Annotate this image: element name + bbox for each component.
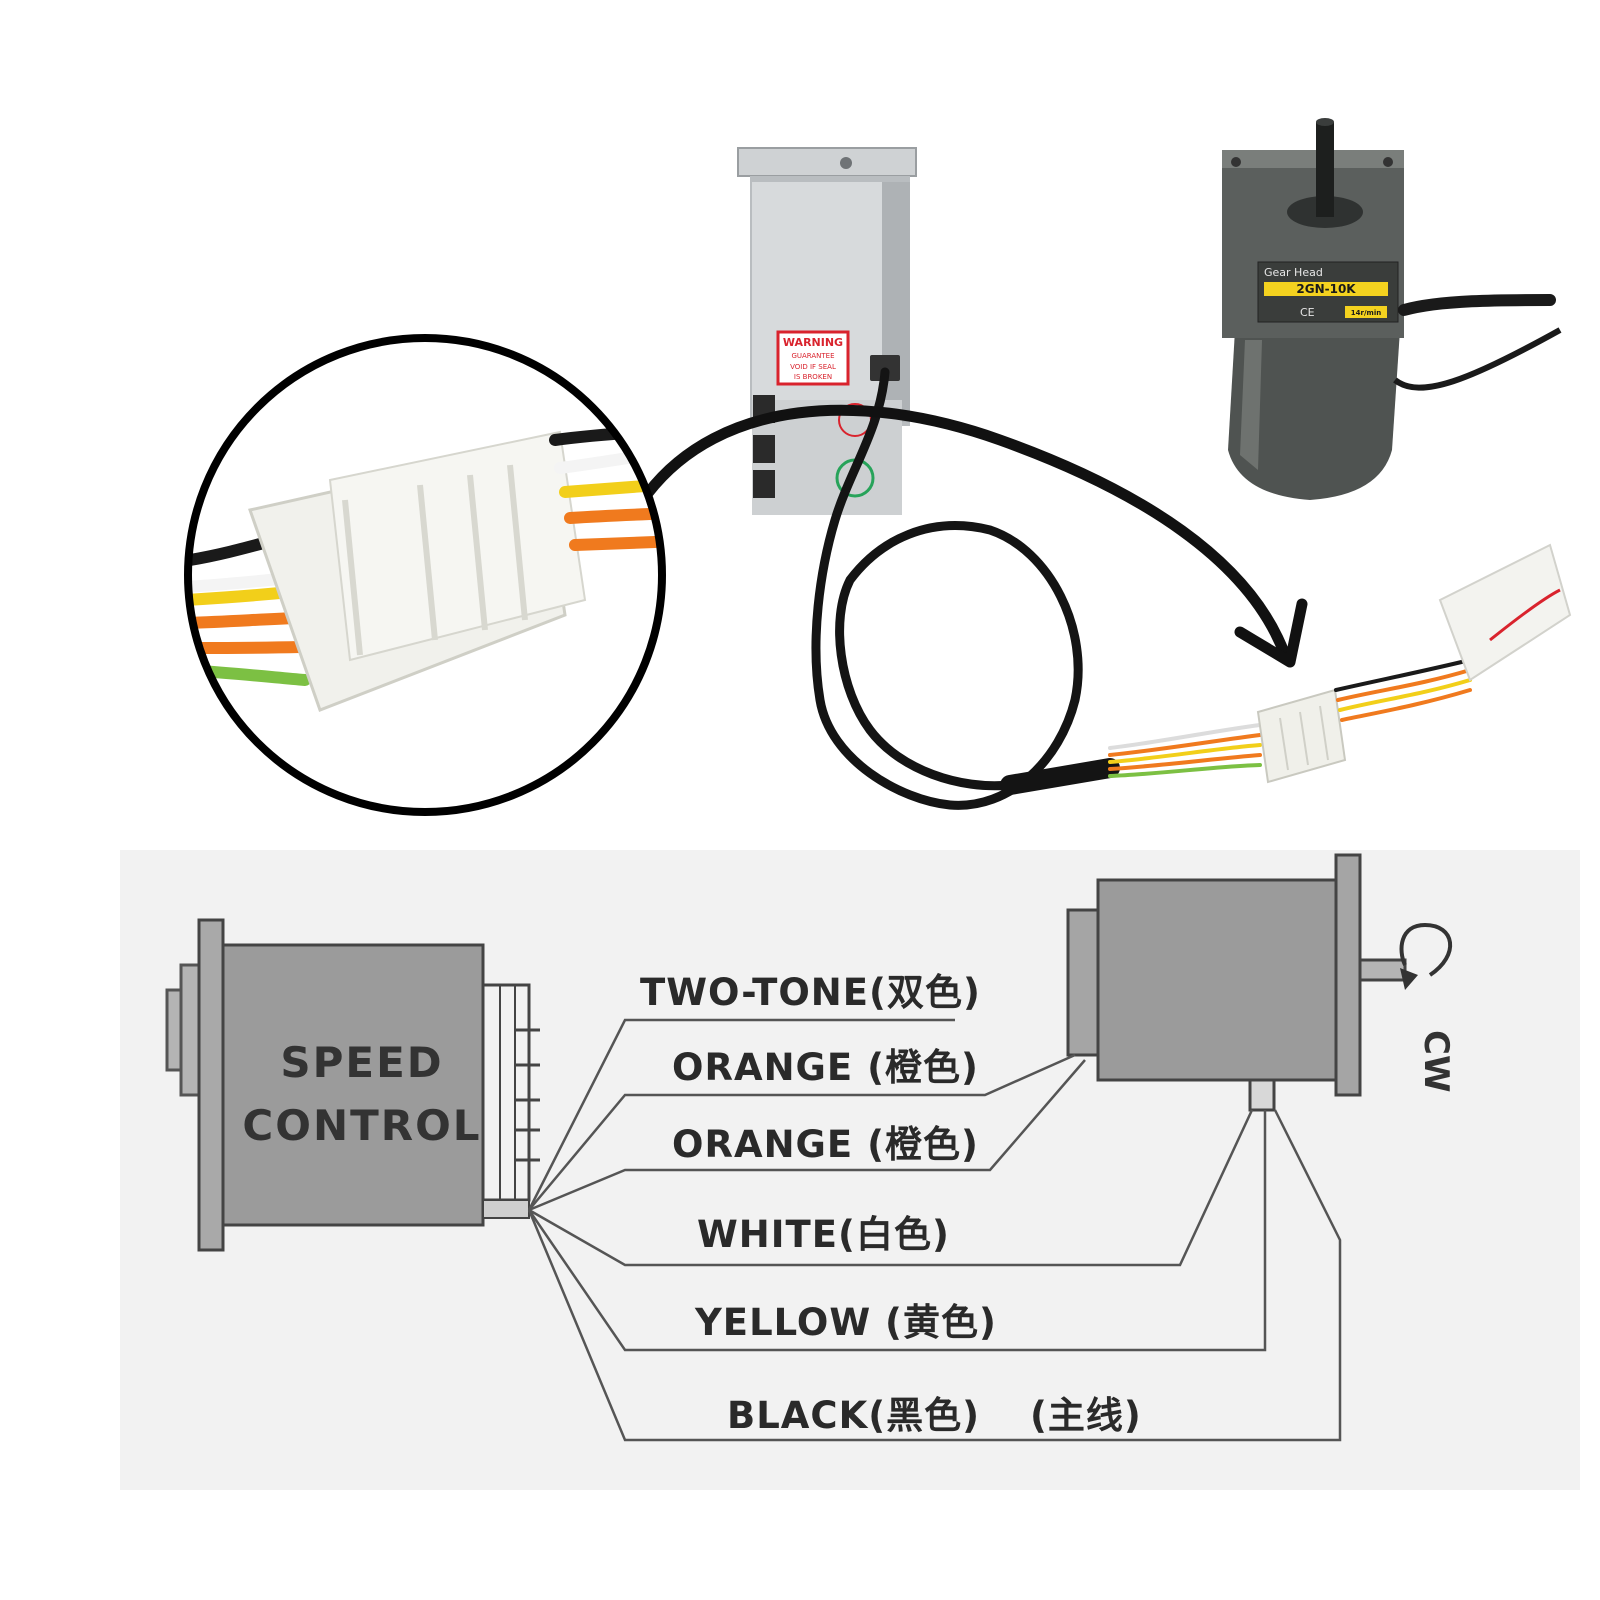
motor-label-model: 2GN-10K [1296,282,1356,296]
motor-label-plate: Gear Head 2GN-10K CE 14r/min [1257,261,1399,323]
wire-label-white: WHITE(白色) [697,1213,950,1256]
wire-label-orange-1: ORANGE (橙色) [672,1046,979,1089]
speed-controller-box: WARNING GUARANTEE VOID IF SEAL IS BROKEN [737,147,917,515]
wire-label-orange-2: ORANGE (橙色) [672,1123,979,1166]
sticker-line-broken: IS BROKEN [794,373,832,381]
motor-label-brand: Gear Head [1264,266,1323,279]
wire-label-two-tone: TWO-TONE(双色) [640,971,981,1014]
gear-motor: Gear Head 2GN-10K CE 14r/min [1222,118,1562,500]
rotation-arrow-icon [1399,922,1452,977]
controller-cable [811,367,1120,810]
speed-control-unit: SPEED CONTROL [165,918,540,1252]
wiring-diagram: SPEED CONTROL CW [120,850,1580,1490]
diagram-wires [527,1018,1342,1442]
curved-arrow [642,404,1308,668]
wire-labels: TWO-TONE(双色) ORANGE (橙色) ORANGE (橙色) WHI… [640,971,1142,1437]
rotation-label: CW [1416,1030,1456,1092]
speed-control-label-line1: SPEED [280,1038,443,1087]
product-photo: WARNING GUARANTEE VOID IF SEAL IS BROKEN [184,118,1572,816]
motor-diagram: CW [1066,853,1456,1112]
speed-control-label-line2: CONTROL [242,1101,481,1150]
sticker-line-guarantee: GUARANTEE [791,352,834,360]
sticker-line-void: VOID IF SEAL [790,363,836,371]
main-wire-note: (主线) [1030,1394,1142,1437]
warning-sticker: WARNING GUARANTEE VOID IF SEAL IS BROKEN [776,330,850,386]
small-connector [1108,543,1572,784]
motor-label-ce: CE [1300,306,1315,319]
connector-zoom-circle [184,334,666,816]
sticker-line-warning: WARNING [783,336,843,349]
wire-label-black: BLACK(黑色) [727,1394,980,1437]
wire-label-yellow: YELLOW (黄色) [694,1301,997,1344]
motor-label-speed: 14r/min [1351,309,1381,317]
